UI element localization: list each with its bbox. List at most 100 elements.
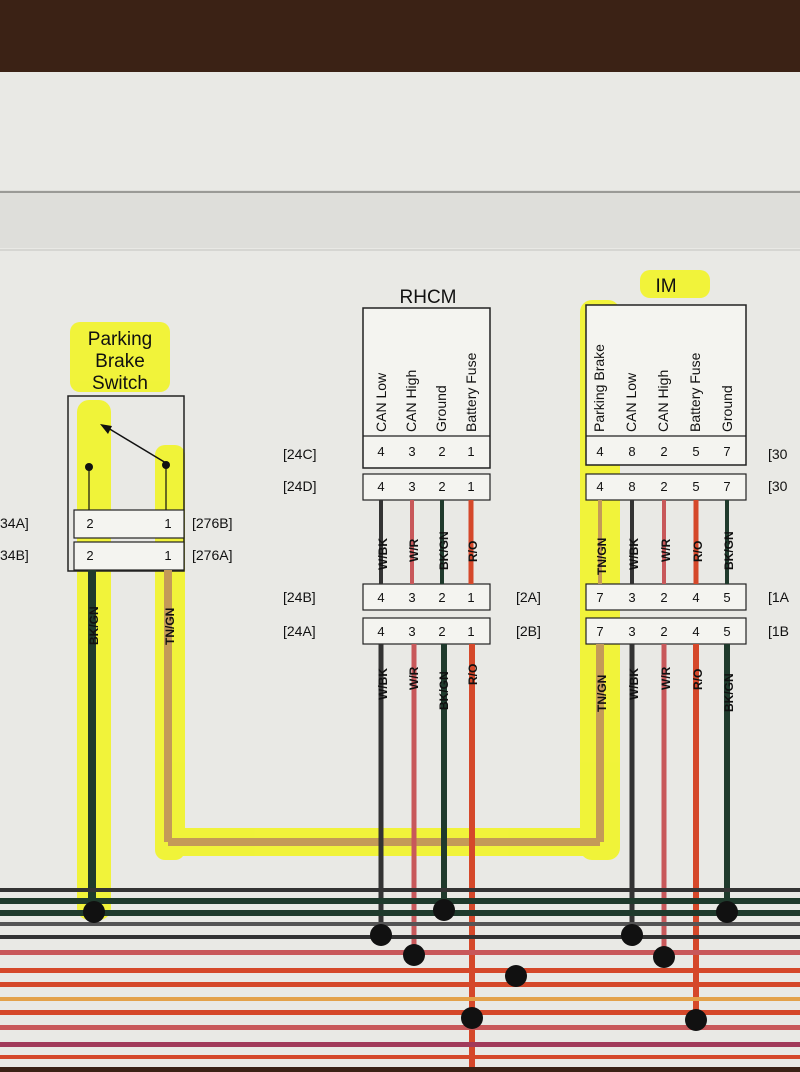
- im-lower-wire-label-w-r: W/R: [659, 666, 673, 690]
- im-pin-2b-5: 5: [723, 624, 730, 639]
- connector-label-276a: [276A]: [192, 547, 232, 563]
- wire-label-bk-gn: BK/GN: [87, 606, 101, 645]
- im-upper-wire-label-w-bk: W/BK: [627, 538, 641, 570]
- connector-label-34b: 34B]: [0, 547, 29, 563]
- connector-label-1a: [1A: [768, 589, 790, 605]
- rhcm-upper-wire-label-r-o: R/O: [466, 541, 480, 562]
- rhcm-pin-24a-2: 2: [438, 624, 445, 639]
- connector-label-24a: [24A]: [283, 623, 316, 639]
- im-pin-30b-5: 5: [692, 479, 699, 494]
- rhcm-pin-24b-3: 3: [408, 590, 415, 605]
- rhcm-pin-24d-3: 3: [408, 479, 415, 494]
- rhcm-pin-24a-4: 4: [377, 624, 384, 639]
- im-upper-wire-label-tn-gn: TN/GN: [595, 538, 609, 575]
- rhcm-lower-wire-label-bk-gn: BK/GN: [437, 671, 451, 710]
- rhcm-upper-wire-label-w-r: W/R: [407, 538, 421, 562]
- im-connector-2b: [585, 617, 747, 645]
- parking-brake-switch: Parking Brake Switch 2 1 2 1 34A] 34B] […: [0, 329, 600, 905]
- rhcm-connector-24b: [362, 583, 491, 611]
- rhcm-connector-24d: [362, 473, 491, 501]
- im-col-can-low: CAN Low: [623, 372, 639, 432]
- switch-lever: [107, 427, 167, 464]
- im-body: [585, 304, 747, 466]
- im-pin-top-4: 4: [596, 444, 603, 459]
- im-pin-30b-4: 4: [596, 479, 603, 494]
- im-col-parking-brake: Parking Brake: [591, 344, 607, 432]
- im-upper-wire-label-bk-gn: BK/GN: [722, 531, 736, 570]
- rhcm-pin-24d-4: 4: [377, 479, 384, 494]
- im-pin-2b-3: 3: [628, 624, 635, 639]
- im-col-can-high: CAN High: [655, 370, 671, 432]
- rhcm-pin-24d-1: 1: [467, 479, 474, 494]
- rhcm-col-can-high: CAN High: [403, 370, 419, 432]
- switch-title-line-1: Parking: [88, 329, 152, 350]
- switch-body: [67, 395, 185, 572]
- rhcm-pin-top-1: 1: [467, 444, 474, 459]
- rhcm-upper-wire-label-bk-gn: BK/GN: [437, 531, 451, 570]
- rhcm-pin-24a-3: 3: [408, 624, 415, 639]
- connector-label-2a: [2A]: [516, 589, 541, 605]
- rhcm-pin-top-2: 2: [438, 444, 445, 459]
- switch-pin-b-2: 2: [86, 548, 93, 563]
- switch-title-line-2: Brake: [95, 351, 145, 372]
- rhcm-title: RHCM: [400, 287, 457, 308]
- im-lower-wire-label-tn-gn: TN/GN: [595, 675, 609, 712]
- switch-title-line-3: Switch: [92, 373, 148, 394]
- rhcm-lower-wire-label-r-o: R/O: [466, 664, 480, 685]
- connector-label-30b: [30: [768, 478, 788, 494]
- connector-label-24d: [24D]: [283, 478, 316, 494]
- rhcm-connector-24a: [362, 617, 491, 645]
- im-lower-wire-label-w-bk: W/BK: [627, 668, 641, 700]
- im-pin-2b-4: 4: [692, 624, 699, 639]
- rhcm-body: [362, 307, 491, 469]
- rhcm-lower-wire-label-w-bk: W/BK: [376, 668, 390, 700]
- switch-pin-a-1: 1: [164, 516, 171, 531]
- rhcm-pin-top-3: 3: [408, 444, 415, 459]
- rhcm-pin-24b-2: 2: [438, 590, 445, 605]
- rhcm-col-ground: Ground: [433, 385, 449, 432]
- switch-lever-arrow-icon: [100, 424, 112, 434]
- im-col-ground: Ground: [719, 385, 735, 432]
- switch-pin-b-1: 1: [164, 548, 171, 563]
- im-pin-30b-2: 2: [660, 479, 667, 494]
- im-pin-top-5: 5: [692, 444, 699, 459]
- im-pin-2a-2: 2: [660, 590, 667, 605]
- rhcm-pin-24b-1: 1: [467, 590, 474, 605]
- im-lower-wire-label-r-o: R/O: [691, 669, 705, 690]
- rhcm-pin-24b-4: 4: [377, 590, 384, 605]
- switch-connector-b: [73, 541, 185, 571]
- im-pin-2a-5: 5: [723, 590, 730, 605]
- connector-label-24b: [24B]: [283, 589, 316, 605]
- im-pin-2a-7: 7: [596, 590, 603, 605]
- rhcm-col-can-low: CAN Low: [373, 372, 389, 432]
- im-pin-2b-7: 7: [596, 624, 603, 639]
- im-upper-wire-label-r-o: R/O: [691, 541, 705, 562]
- switch-pin-a-2: 2: [86, 516, 93, 531]
- im-pin-2b-2: 2: [660, 624, 667, 639]
- splice-points: [83, 899, 738, 1031]
- im-pin-30b-7: 7: [723, 479, 730, 494]
- im-lower-wire-label-bk-gn: BK/GN: [722, 673, 736, 712]
- im-pin-2a-4: 4: [692, 590, 699, 605]
- rhcm-pin-24a-1: 1: [467, 624, 474, 639]
- im-pin-30b-8: 8: [628, 479, 635, 494]
- switch-connector-a: [73, 509, 185, 539]
- connector-label-30a: [30: [768, 446, 788, 462]
- connector-label-2b: [2B]: [516, 623, 541, 639]
- wood-background: [0, 0, 800, 80]
- rhcm-pin-24d-2: 2: [438, 479, 445, 494]
- im-pin-top-8: 8: [628, 444, 635, 459]
- rhcm-col-battery-fuse: Battery Fuse: [463, 352, 479, 432]
- rhcm-module: RHCM CAN Low CAN High Ground Battery Fus…: [283, 287, 491, 1067]
- rhcm-upper-wire-label-w-bk: W/BK: [376, 538, 390, 570]
- rhcm-pin-top-4: 4: [377, 444, 384, 459]
- im-upper-wire-label-w-r: W/R: [659, 538, 673, 562]
- rhcm-lower-wire-label-w-r: W/R: [407, 666, 421, 690]
- connector-label-34a: 34A]: [0, 515, 29, 531]
- bus-wires: [0, 888, 800, 1059]
- connector-label-276b: [276B]: [192, 515, 232, 531]
- connector-label-1b: [1B: [768, 623, 789, 639]
- im-title: IM: [655, 276, 676, 297]
